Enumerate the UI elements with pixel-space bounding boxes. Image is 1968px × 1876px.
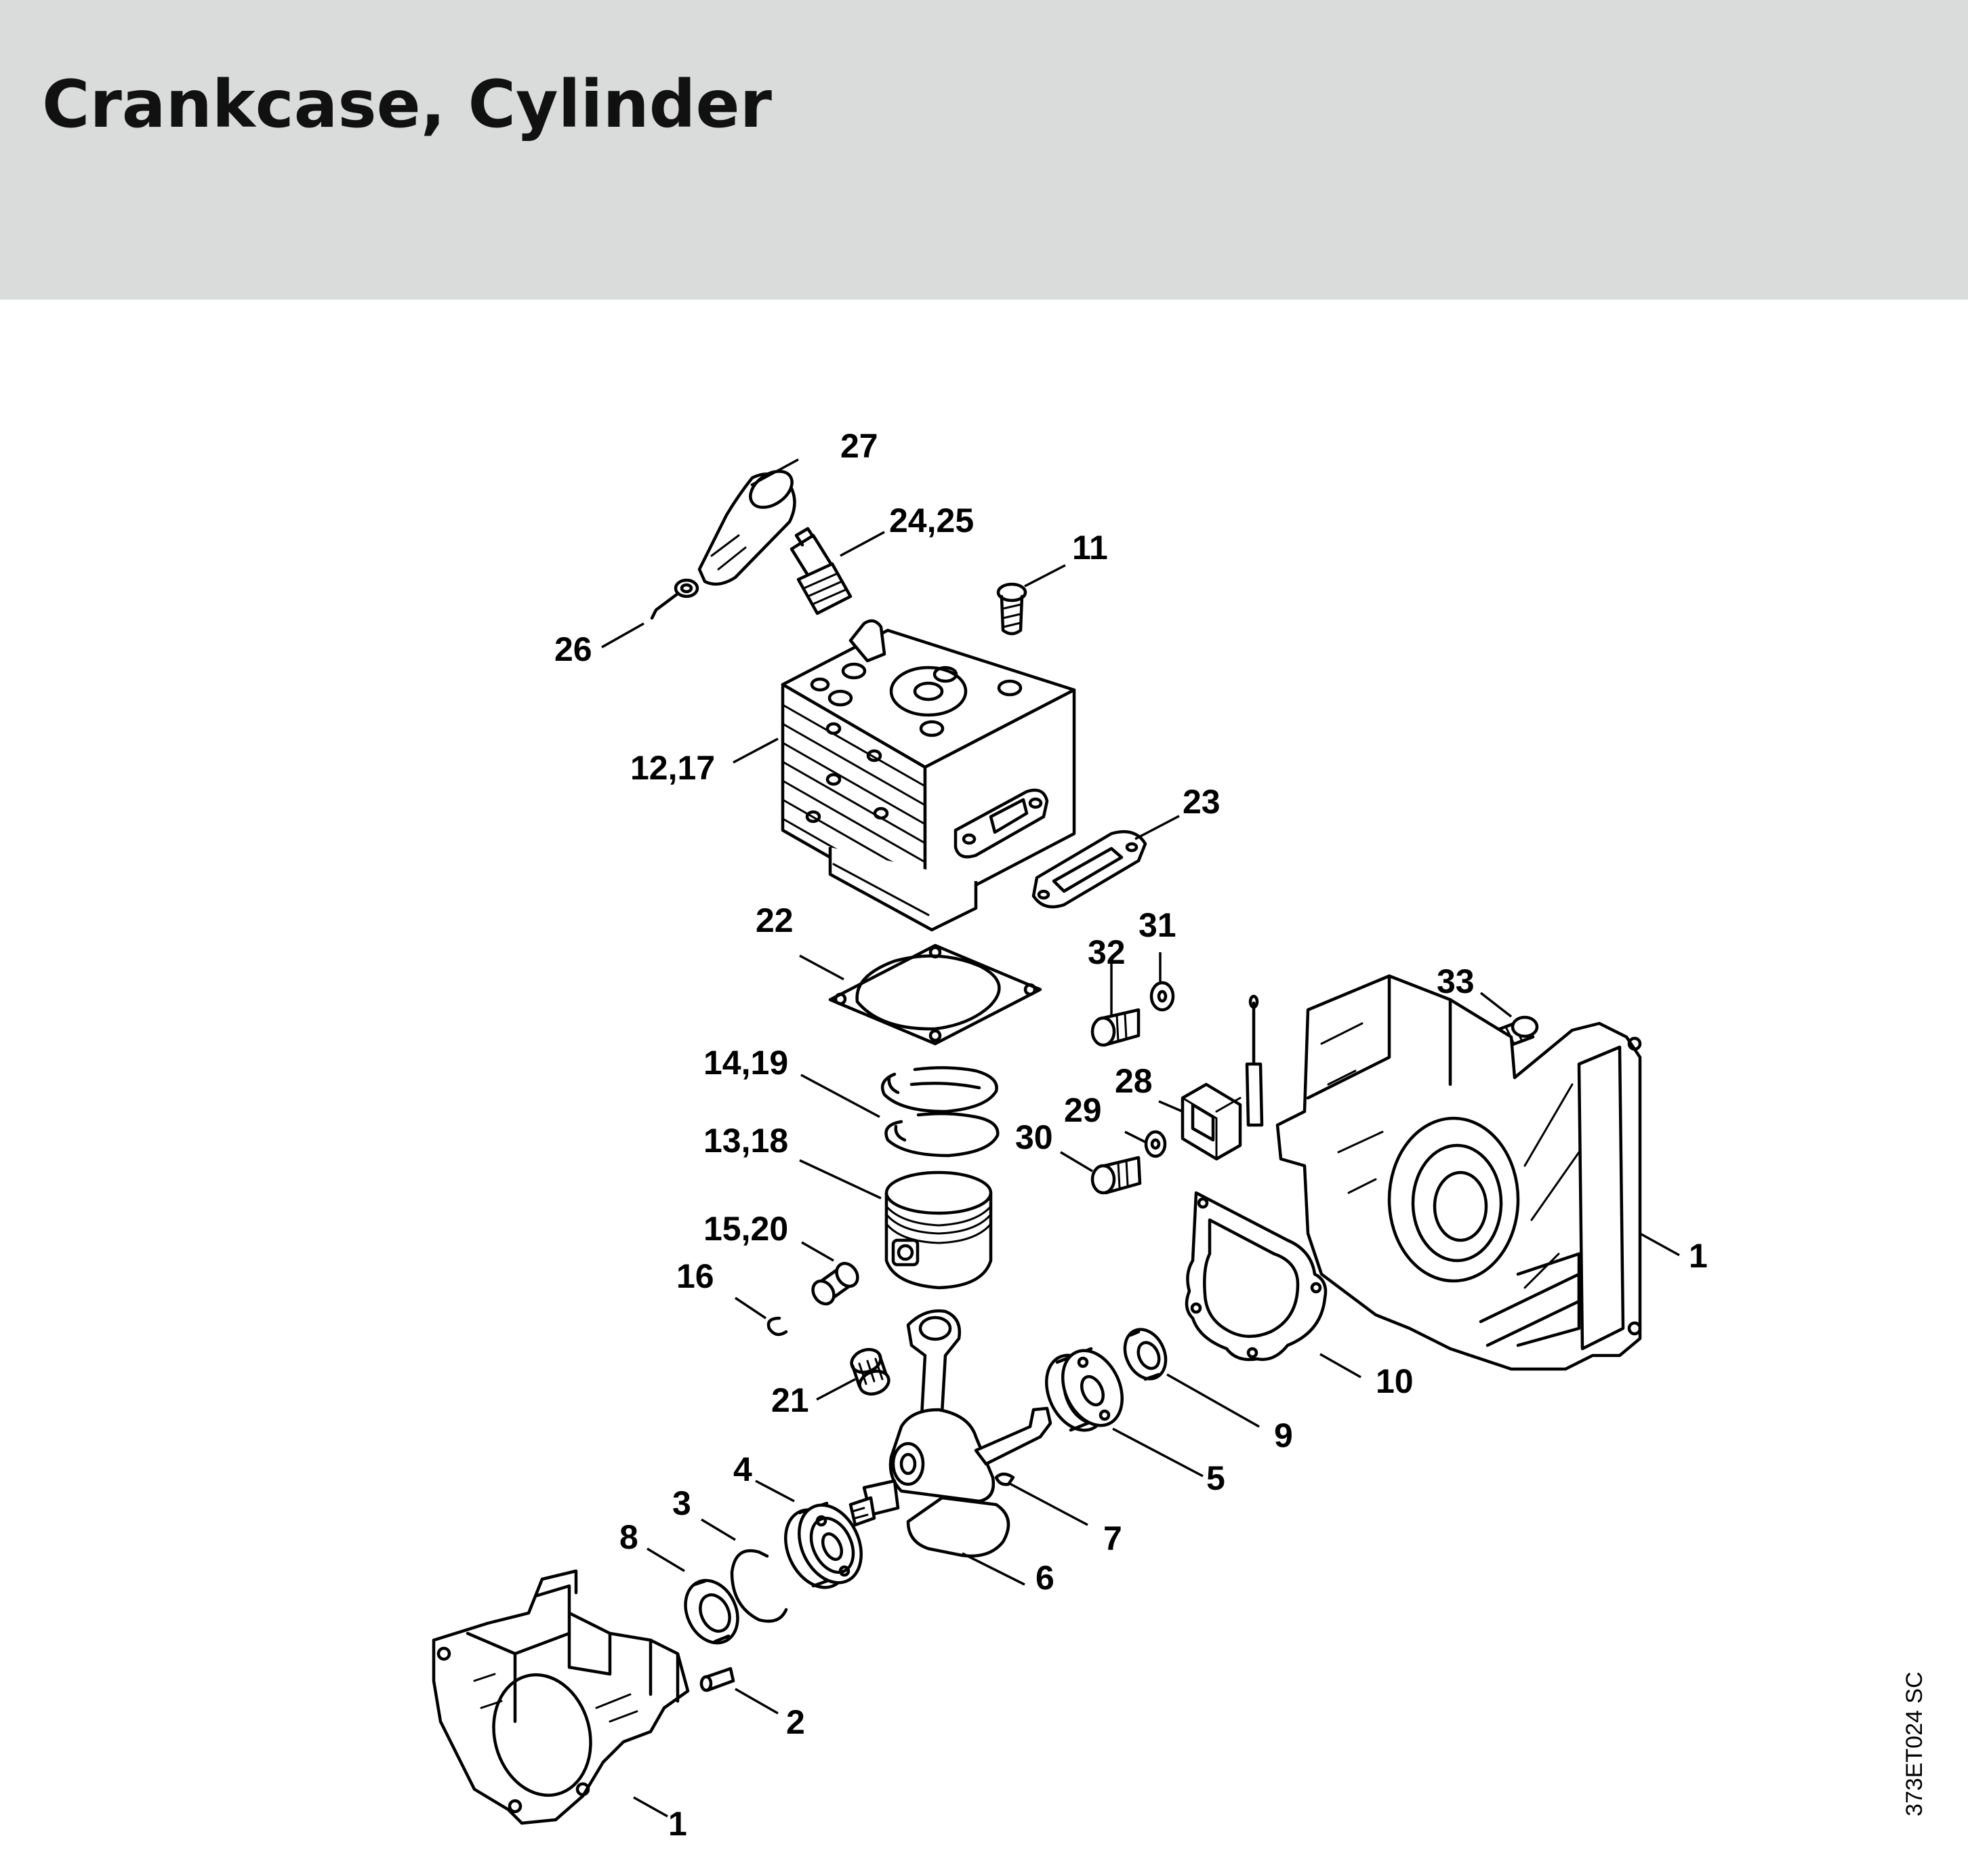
callout-30: 30 <box>1015 1118 1053 1156</box>
callout-23: 23 <box>1183 783 1221 821</box>
drawing-code: 373ET024 SC <box>1902 1671 1927 1816</box>
spark-plug-boot-part <box>697 470 796 586</box>
callout-33: 33 <box>1437 962 1475 1000</box>
piston-part <box>884 1170 993 1290</box>
fitting-28-part <box>1181 1082 1242 1161</box>
piston-pin-part <box>811 1261 859 1306</box>
screw-32-part <box>1090 1008 1141 1047</box>
callout-5: 5 <box>1206 1459 1225 1497</box>
callout-28: 28 <box>1115 1062 1153 1100</box>
cylinder-screw-part <box>996 582 1027 636</box>
leader-lines <box>601 458 1680 1818</box>
callout-13-18: 13,18 <box>703 1122 788 1160</box>
callout-7: 7 <box>1103 1520 1122 1557</box>
callout-1-left: 1 <box>668 1805 687 1843</box>
crankcase-right-part <box>1275 974 1642 1371</box>
callout-21: 21 <box>771 1381 809 1419</box>
exhaust-gasket-part <box>1031 830 1147 909</box>
washer-31-part <box>1149 981 1175 1012</box>
circlip-part <box>766 1316 788 1337</box>
ignition-lead-part <box>1245 994 1264 1127</box>
callout-1-right: 1 <box>1689 1237 1708 1275</box>
callout-32: 32 <box>1088 933 1126 971</box>
woodruff-key-part <box>994 1472 1015 1486</box>
callout-3: 3 <box>672 1484 691 1522</box>
ball-bearing-4-part <box>784 1501 863 1589</box>
callout-9: 9 <box>1274 1416 1293 1454</box>
needle-cage-part <box>850 1347 890 1396</box>
oil-seal-8-part <box>684 1578 739 1645</box>
cylinder-gasket-part <box>828 943 1042 1046</box>
screw-30-part <box>1090 1156 1142 1195</box>
oil-seal-9-part <box>1123 1328 1168 1381</box>
callout-8: 8 <box>619 1518 638 1556</box>
callout-11: 11 <box>1072 529 1108 567</box>
header-band <box>0 0 1968 300</box>
dowel-pin-part <box>699 1667 735 1692</box>
crankcase-left-part <box>432 1569 690 1825</box>
callout-15-20: 15,20 <box>703 1210 788 1248</box>
cylinder-part <box>781 619 1076 932</box>
snap-ring-part <box>730 1549 788 1623</box>
callout-29: 29 <box>1064 1091 1102 1129</box>
callout-31: 31 <box>1139 906 1176 944</box>
page-title: Crankcase, Cylinder <box>42 66 772 142</box>
washer-29-part <box>1144 1130 1167 1158</box>
callout-4: 4 <box>733 1450 752 1488</box>
callout-16: 16 <box>676 1257 714 1295</box>
spring-clip-part <box>650 578 699 620</box>
callout-24-25: 24,25 <box>889 502 974 539</box>
crankshaft-part <box>848 1309 1052 1557</box>
piston-rings-part <box>880 1066 1000 1158</box>
callout-27: 27 <box>840 427 878 465</box>
callout-6: 6 <box>1036 1559 1054 1597</box>
callout-14-19: 14,19 <box>703 1044 788 1082</box>
callout-26: 26 <box>554 630 592 668</box>
spark-plug-part <box>790 527 853 615</box>
callout-10: 10 <box>1376 1362 1414 1400</box>
callout-2: 2 <box>786 1703 805 1741</box>
ball-bearing-5-part <box>1044 1347 1124 1432</box>
callout-22: 22 <box>756 901 794 939</box>
callout-12-17: 12,17 <box>630 749 715 787</box>
crankcase-gasket-part <box>1185 1191 1328 1362</box>
